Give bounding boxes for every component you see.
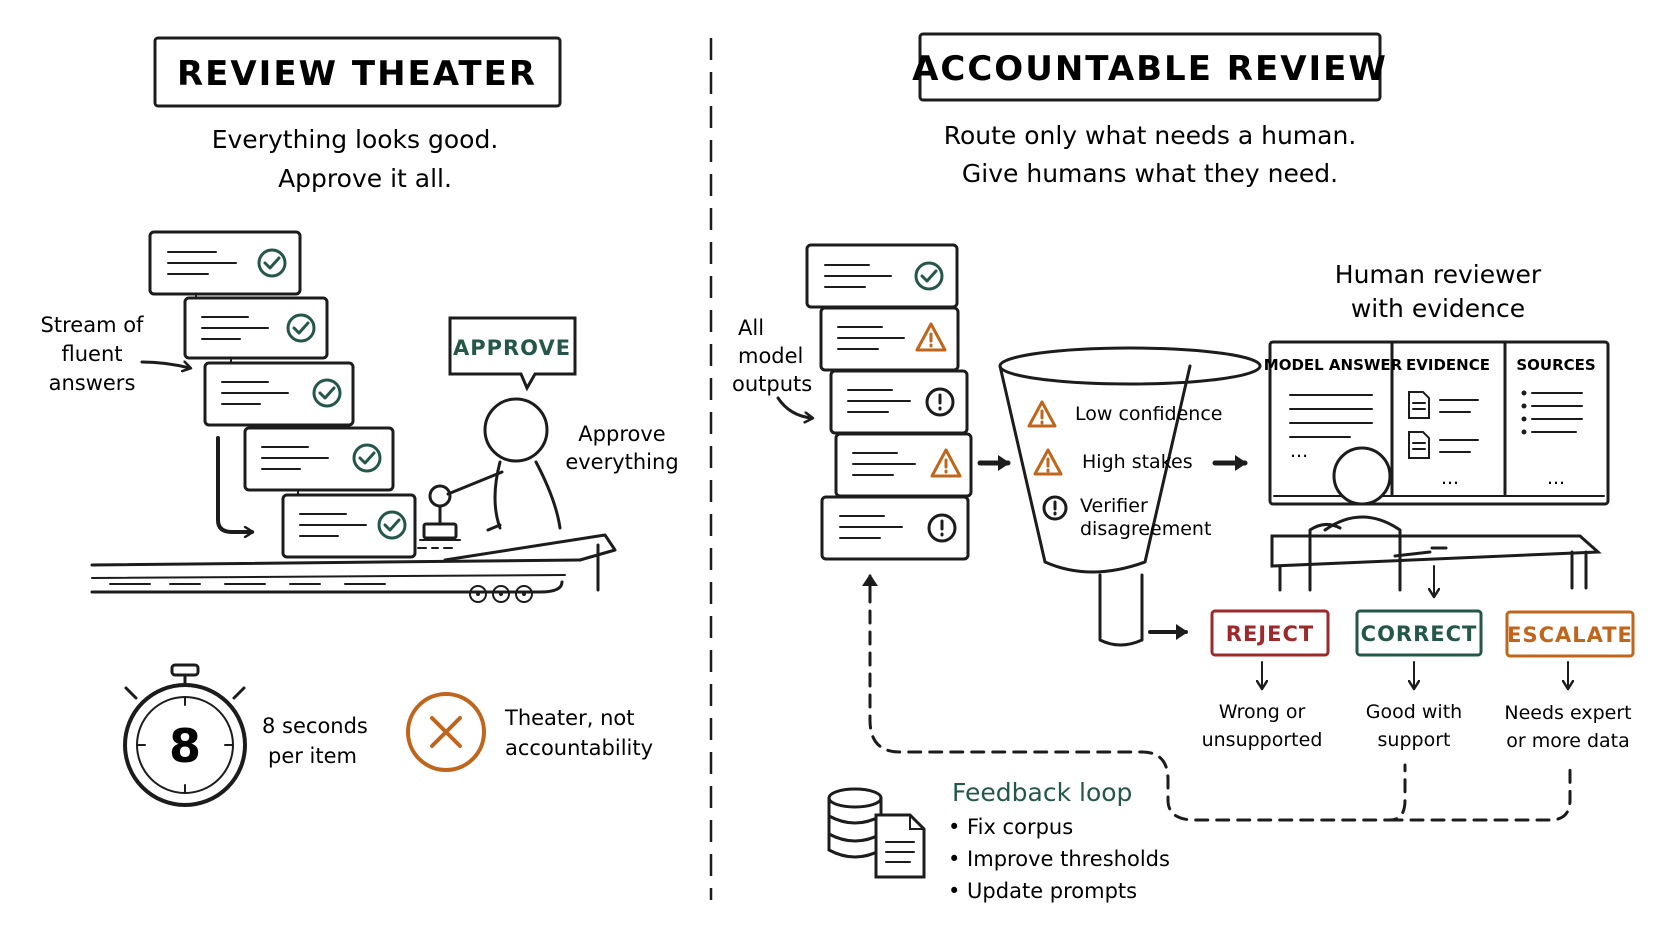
- answer-card: [148, 230, 302, 296]
- stream-arrow: [140, 362, 190, 368]
- warning-icon: [1033, 448, 1063, 476]
- outputs-label-line-1: All: [738, 316, 764, 340]
- answer-card: [183, 296, 329, 360]
- screen-column-evidence: EVIDENCE: [1406, 356, 1490, 374]
- screen-ellipsis-evidence: ...: [1441, 467, 1459, 489]
- funnel-item-verifier: Verifier: [1080, 495, 1148, 517]
- evidence-screen: MODEL ANSWER EVIDENCE SOURCES ... ... ..…: [1264, 340, 1610, 506]
- reject-desc-line-2: unsupported: [1202, 729, 1323, 751]
- right-subtitle-line-1: Route only what needs a human.: [944, 121, 1357, 150]
- output-card-stack: [805, 243, 973, 561]
- feedback-item-2: • Improve thresholds: [948, 847, 1170, 871]
- screen-ellipsis-sources: ...: [1547, 467, 1565, 489]
- check-icon: [914, 261, 944, 291]
- action-correct[interactable]: CORRECT: [1355, 609, 1483, 657]
- stream-label-line-1: Stream of: [41, 313, 145, 337]
- correct-desc-line-1: Good with: [1366, 701, 1462, 723]
- escalate-button-label: ESCALATE: [1507, 623, 1633, 647]
- document-icon: [874, 813, 926, 879]
- review-theater-panel: REVIEW THEATER Everything looks good. Ap…: [41, 36, 679, 807]
- answer-card: [281, 493, 417, 559]
- funnel-item-high-stakes: High stakes: [1082, 451, 1193, 473]
- escalate-desc-line-2: or more data: [1506, 730, 1630, 752]
- action-escalate[interactable]: ESCALATE: [1505, 610, 1635, 658]
- document-icon: [1408, 391, 1430, 419]
- warning-icon: [1027, 400, 1057, 428]
- output-card: [834, 432, 973, 498]
- check-icon: [286, 313, 316, 343]
- routing-funnel: Low confidence High stakes Verifier disa…: [998, 346, 1262, 647]
- x-circle-icon: [406, 692, 486, 772]
- left-subtitle-line-2: Approve it all.: [278, 164, 452, 193]
- feedback-item-1: • Fix corpus: [948, 815, 1073, 839]
- outputs-label-line-2: model: [738, 344, 803, 368]
- database-icon: [827, 787, 926, 879]
- screen-ellipsis-answer: ...: [1290, 440, 1308, 462]
- output-card: [829, 369, 969, 435]
- approver-figure: [417, 397, 562, 549]
- answer-card: [243, 426, 395, 492]
- reject-desc-line-1: Wrong or: [1219, 701, 1306, 723]
- check-icon: [257, 248, 287, 278]
- escalate-desc-line-1: Needs expert: [1504, 702, 1631, 724]
- alert-circle-icon: [925, 387, 955, 417]
- answer-card: [203, 361, 355, 427]
- verdict-label-line-2: accountability: [505, 736, 653, 760]
- correct-button-label: CORRECT: [1361, 622, 1478, 646]
- warning-icon: [915, 322, 947, 352]
- check-icon: [312, 378, 342, 408]
- accountable-review-panel: ACCOUNTABLE REVIEW Route only what needs…: [732, 32, 1635, 903]
- alert-circle-icon: [927, 513, 957, 543]
- stream-label-line-2: fluent: [61, 342, 122, 366]
- approve-bubble-text: APPROVE: [453, 336, 571, 360]
- right-subtitle-line-2: Give humans what they need.: [962, 159, 1338, 188]
- timer-label-line-2: per item: [268, 744, 357, 768]
- stopwatch-icon: 8: [123, 663, 247, 807]
- reviewer-figure: [1270, 446, 1602, 596]
- correct-button[interactable]: [1355, 609, 1483, 657]
- feedback-loop-path: [868, 588, 1407, 822]
- stream-label-line-3: answers: [49, 371, 136, 395]
- document-icon: [1408, 431, 1430, 459]
- approve-label-line-1: Approve: [578, 422, 665, 446]
- reject-button[interactable]: [1210, 609, 1330, 657]
- outputs-arrow: [776, 396, 812, 418]
- check-icon: [352, 443, 382, 473]
- conveyor-belt: [90, 533, 617, 603]
- verdict-label-line-1: Theater, not: [504, 706, 634, 730]
- timer-value: 8: [169, 719, 201, 773]
- screen-column-model-answer: MODEL ANSWER: [1264, 356, 1403, 374]
- output-card: [805, 243, 959, 309]
- escalate-button[interactable]: [1505, 610, 1635, 658]
- warning-icon: [930, 448, 962, 478]
- output-card: [820, 495, 970, 561]
- screen-column-sources: SOURCES: [1516, 356, 1595, 374]
- funnel-item-disagreement: disagreement: [1080, 518, 1211, 540]
- left-subtitle-line-1: Everything looks good.: [212, 125, 499, 154]
- right-title: ACCOUNTABLE REVIEW: [912, 49, 1388, 89]
- reviewer-label-line-1: Human reviewer: [1335, 260, 1542, 289]
- reviewer-label-line-2: with evidence: [1351, 294, 1525, 323]
- stream-down-arrow: [216, 436, 252, 532]
- feedback-item-3: • Update prompts: [948, 879, 1137, 903]
- action-reject[interactable]: REJECT: [1210, 609, 1330, 657]
- funnel-item-low-confidence: Low confidence: [1075, 403, 1222, 425]
- reject-button-label: REJECT: [1226, 622, 1314, 646]
- approve-speech-bubble: APPROVE: [448, 316, 577, 392]
- check-icon: [377, 510, 407, 540]
- approve-label-line-2: everything: [565, 450, 678, 474]
- answer-card-stack: [148, 230, 417, 559]
- correct-desc-line-2: support: [1378, 729, 1451, 751]
- left-title: REVIEW THEATER: [177, 54, 537, 94]
- timer-label-line-1: 8 seconds: [262, 714, 368, 738]
- feedback-title: Feedback loop: [952, 778, 1132, 807]
- right-title-box: [918, 32, 1382, 102]
- alert-circle-icon: [1042, 495, 1068, 521]
- output-card: [819, 306, 960, 372]
- outputs-label-line-3: outputs: [732, 372, 812, 396]
- left-title-box: [153, 36, 562, 108]
